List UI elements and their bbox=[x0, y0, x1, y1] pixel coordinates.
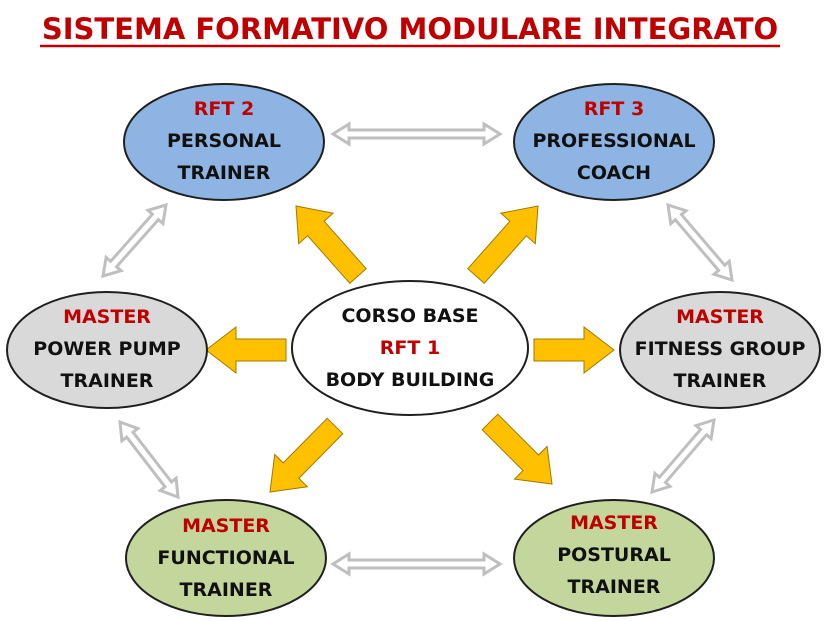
node-label-line1: POWER PUMP bbox=[33, 338, 181, 360]
node-tag: MASTER bbox=[63, 306, 151, 328]
double-arrow-rft3-fitnessgroup bbox=[666, 202, 734, 283]
node-rft3-professional-coach: RFT 3 PROFESSIONAL COACH bbox=[513, 83, 715, 201]
node-master-power-pump: MASTER POWER PUMP TRAINER bbox=[6, 291, 208, 409]
double-arrow-powerpump-functional bbox=[118, 419, 180, 500]
node-label-line1: PERSONAL bbox=[167, 130, 281, 152]
node-label-line1: CORSO BASE bbox=[341, 305, 478, 327]
node-label-line2: BODY BUILDING bbox=[326, 369, 495, 391]
node-tag: RFT 3 bbox=[584, 98, 644, 120]
node-label-line2: COACH bbox=[577, 162, 651, 184]
node-label-line1: FITNESS GROUP bbox=[635, 338, 806, 360]
node-center-corso-base: CORSO BASE RFT 1 BODY BUILDING bbox=[291, 280, 529, 416]
arrows-layer bbox=[101, 121, 734, 577]
arrow-center-to-fitnessgroup bbox=[533, 325, 615, 375]
node-label-line2: TRAINER bbox=[178, 162, 271, 184]
node-master-functional: MASTER FUNCTIONAL TRAINER bbox=[125, 499, 327, 617]
node-tag: MASTER bbox=[182, 515, 270, 537]
node-label-line1: PROFESSIONAL bbox=[532, 130, 695, 152]
node-tag: RFT 1 bbox=[380, 337, 440, 359]
double-arrow-powerpump-rft2 bbox=[101, 202, 168, 279]
node-label-line2: TRAINER bbox=[180, 579, 273, 601]
node-label-line2: TRAINER bbox=[568, 576, 661, 598]
node-tag: MASTER bbox=[676, 306, 764, 328]
node-label-line1: POSTURAL bbox=[557, 544, 671, 566]
node-master-fitness-group: MASTER FITNESS GROUP TRAINER bbox=[619, 291, 821, 409]
double-arrow-functional-postural bbox=[330, 551, 503, 577]
arrow-center-to-postural bbox=[481, 413, 553, 485]
node-tag: MASTER bbox=[570, 512, 658, 534]
arrow-center-to-powerpump bbox=[205, 325, 287, 375]
node-master-postural: MASTER POSTURAL TRAINER bbox=[513, 499, 715, 617]
double-arrow-rft2-rft3 bbox=[330, 121, 503, 147]
node-tag: RFT 2 bbox=[194, 98, 254, 120]
node-label-line2: TRAINER bbox=[61, 370, 154, 392]
diagram-title: SISTEMA FORMATIVO MODULARE INTEGRATO bbox=[42, 12, 778, 46]
node-label-line2: TRAINER bbox=[674, 370, 767, 392]
node-label-line1: FUNCTIONAL bbox=[157, 547, 294, 569]
node-rft2-personal-trainer: RFT 2 PERSONAL TRAINER bbox=[123, 83, 325, 201]
arrow-center-to-rft3 bbox=[467, 205, 539, 285]
arrow-center-to-functional bbox=[269, 417, 344, 493]
arrow-center-to-rft2 bbox=[295, 205, 367, 285]
double-arrow-fitnessgroup-postural bbox=[650, 417, 716, 495]
